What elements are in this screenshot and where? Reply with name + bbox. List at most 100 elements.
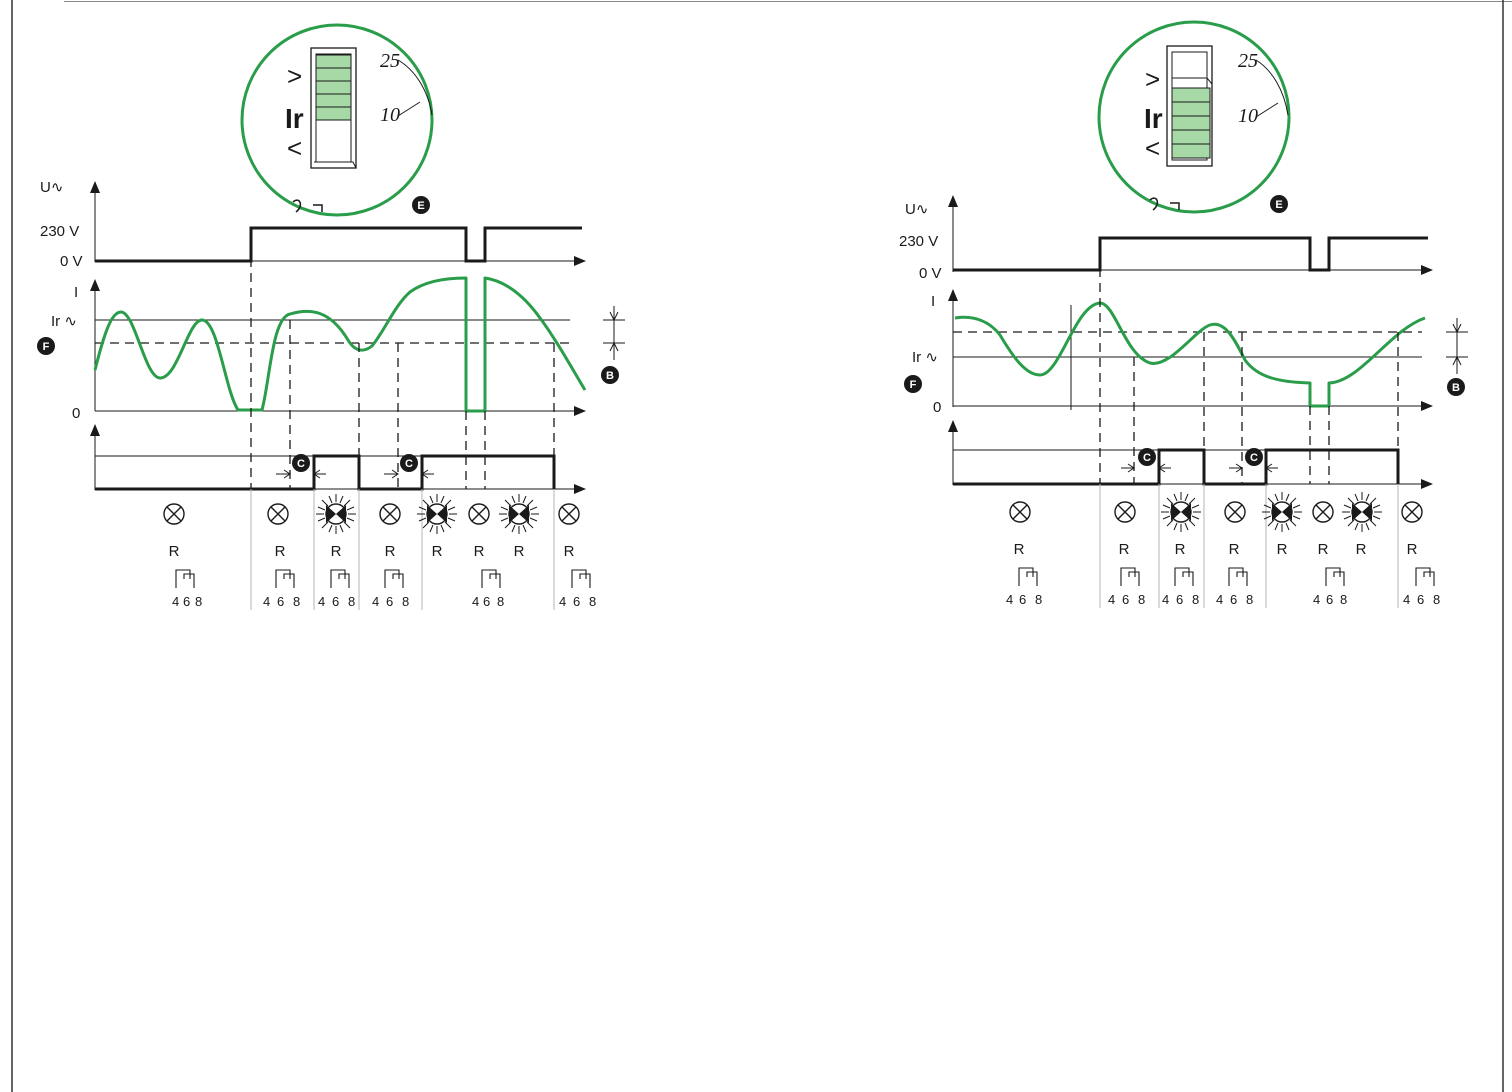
contact-symbol [384,569,404,589]
contact-symbol [481,569,501,589]
svg-text:8: 8 [293,594,300,609]
svg-text:8: 8 [497,594,504,609]
svg-text:6: 6 [1019,592,1026,607]
lamp-on-icon [416,493,458,535]
svg-text:F: F [910,379,917,391]
lamp-on-icon [1160,491,1202,533]
svg-text:8: 8 [348,594,355,609]
marker-c: C [1138,448,1156,466]
relay-label: R [1014,541,1025,558]
lamp-off-icon [558,503,580,525]
dial-upper-value: 25 [380,50,400,72]
contact-symbol [330,569,350,589]
svg-text:6: 6 [1230,592,1237,607]
lamp-off-icon [267,503,289,525]
lamp-on-icon [315,493,357,535]
svg-text:8: 8 [1340,592,1347,607]
lamp-off-icon [468,503,490,525]
svg-text:6: 6 [573,594,580,609]
marker-e: E [412,196,430,214]
relay-label: R [564,543,575,560]
svg-text:4: 4 [318,594,325,609]
contact-symbol [1174,567,1194,587]
delay-arrow-2 [384,469,434,479]
timing-diagram-right: U∿ 230 V 0 V I Ir ∿ 0 C C [899,20,1468,608]
lamp-on-icon [1261,491,1303,533]
svg-text:4: 4 [1006,592,1013,607]
svg-text:6: 6 [1122,592,1129,607]
svg-text:4: 4 [472,594,479,609]
svg-text:8: 8 [195,594,202,609]
svg-text:C: C [297,458,305,470]
contact-symbol [571,569,591,589]
svg-text:6: 6 [183,594,190,609]
svg-text:B: B [606,370,614,382]
dial-lower-value: 10 [1238,105,1258,127]
relay-label: R [1407,541,1418,558]
svg-text:E: E [1275,199,1282,211]
voltage-axis-label: U∿ [905,201,928,218]
contact-symbol [1325,567,1345,587]
relay-label: R [474,543,485,560]
v0-label: 0 V [60,253,83,270]
svg-text:4: 4 [1313,592,1320,607]
ir-dial-label: Ir [285,103,304,134]
relay-label: R [514,543,525,560]
lamp-on-icon [1341,491,1383,533]
zero-label: 0 [933,399,941,416]
current-curve [93,276,587,413]
svg-text:4: 4 [1216,592,1223,607]
current-curve [954,301,1426,408]
hysteresis-indicator: B [1446,318,1468,396]
svg-text:6: 6 [1326,592,1333,607]
marker-c: C [400,454,418,472]
lamp-off-icon [1312,501,1334,523]
dial-zoom-left: > Ir < 25 10 [240,23,434,217]
contact-symbol [1120,567,1140,587]
relay-label: R [385,543,396,560]
svg-text:8: 8 [1138,592,1145,607]
svg-text:8: 8 [1246,592,1253,607]
segment-separators [1099,484,1399,608]
relay-state-waveform [953,448,1400,486]
lamp-off-icon [163,503,185,525]
delay-arrow-2 [1229,463,1278,473]
contact-symbol [1228,567,1248,587]
relay-label: R [1318,541,1329,558]
svg-text:8: 8 [589,594,596,609]
lamp-on-icon [498,493,540,535]
lamp-off-icon [1401,501,1423,523]
relay-label: R [169,543,180,560]
transition-dashes [1099,238,1399,484]
svg-text:6: 6 [332,594,339,609]
svg-text:8: 8 [1035,592,1042,607]
voltage-waveform [95,226,582,263]
voltage-axis-label: U∿ [40,179,63,196]
svg-text:E: E [417,200,424,212]
svg-text:8: 8 [1192,592,1199,607]
voltage-waveform [953,236,1428,272]
lamp-off-icon [1009,501,1031,523]
delay-arrow-1 [1121,463,1171,473]
lamp-off-icon [379,503,401,525]
svg-text:C: C [405,458,413,470]
marker-c: C [292,454,310,472]
zero-label: 0 [72,405,80,422]
svg-text:6: 6 [386,594,393,609]
current-axis-label: I [74,284,78,301]
v230-label: 230 V [899,233,938,250]
svg-text:C: C [1143,452,1151,464]
marker-c: C [1245,448,1263,466]
relay-label: R [1229,541,1240,558]
greater-symbol: > [287,61,302,91]
dial-lower-value: 10 [380,104,400,126]
svg-text:8: 8 [402,594,409,609]
marker-f: F [37,337,55,355]
less-symbol: < [287,133,302,163]
marker-f: F [904,375,922,393]
relay-label: R [275,543,286,560]
lamp-off-icon [1114,501,1136,523]
